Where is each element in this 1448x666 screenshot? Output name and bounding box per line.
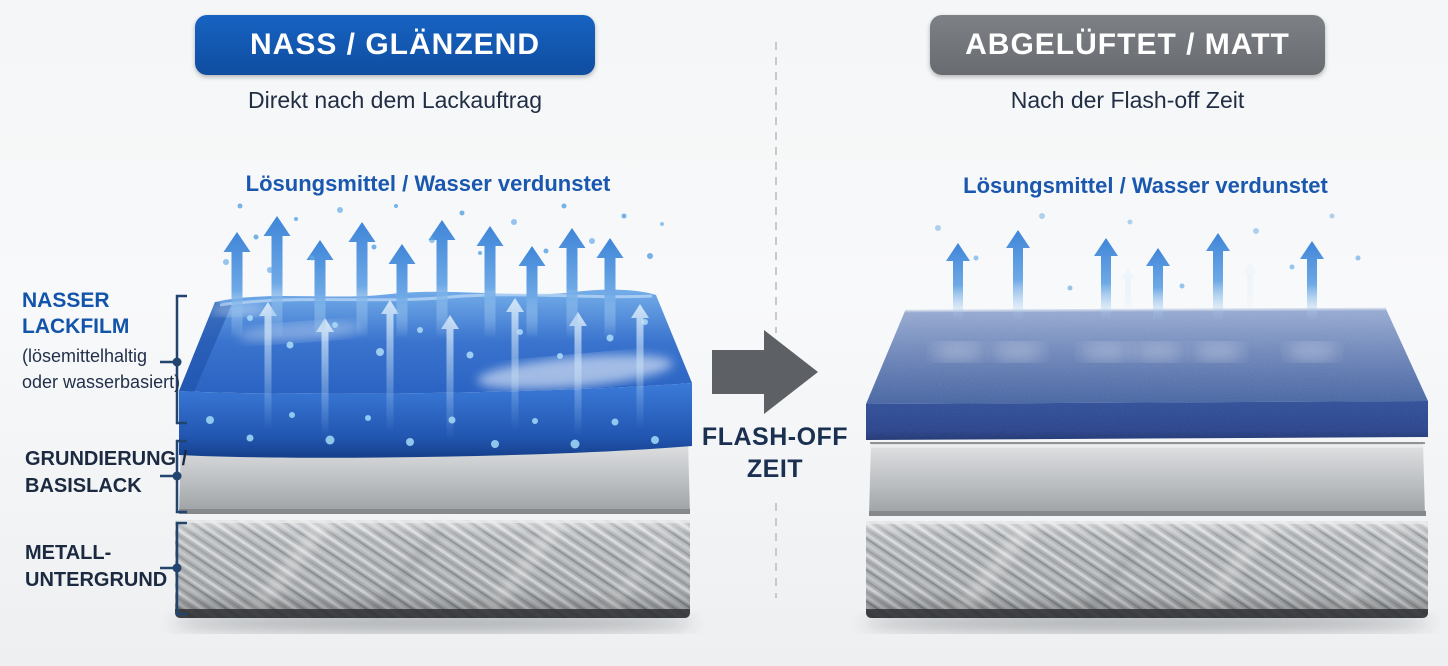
primer-label: GRUNDIERUNG / BASISLACK (25, 448, 188, 497)
evaporation-arrows-right (946, 230, 1324, 320)
right-evaporation-label: Lösungsmittel / Wasser verdunstet (963, 173, 1328, 198)
wet-paint-layer (179, 289, 692, 458)
bracket-metal (160, 521, 187, 616)
right-status-badge: ABGELÜFTET / MATT (930, 15, 1325, 75)
left-subtitle: Direkt nach dem Lackauftrag (247, 87, 543, 113)
wet-film-droplets (206, 315, 659, 449)
wet-film-sublabel: (lösemittelhaltig oder wasserbasiert) (22, 346, 181, 392)
right-subtitle: Nach der Flash-off Zeit (1010, 87, 1245, 113)
matte-paint-layer (866, 307, 1428, 440)
right-block-shadow (862, 614, 1432, 632)
matte-block (862, 213, 1432, 632)
wet-block (171, 203, 695, 632)
arrow-right-icon (712, 330, 818, 414)
flash-off-label: FLASH-OFF ZEIT (701, 423, 849, 483)
left-block-shadow (171, 614, 695, 632)
evaporation-arrows-inner-left (259, 298, 649, 440)
evaporation-mist-right (932, 343, 1338, 361)
evaporation-arrows-left (223, 216, 624, 338)
wet-film-label: NASSER LACKFILM (22, 289, 130, 338)
evaporation-droplets-left (223, 203, 664, 273)
bracket-primer (160, 439, 187, 514)
layer-brackets (160, 294, 187, 616)
primer-layer-right (869, 442, 1426, 516)
left-evaporation-label: Lösungsmittel / Wasser verdunstet (245, 171, 611, 196)
metal-label: METALL- UNTERGRUND (25, 542, 168, 591)
evaporation-droplets-right (935, 213, 1361, 291)
left-status-badge: NASS / GLÄNZEND (195, 15, 595, 75)
metal-layer-left (175, 520, 690, 618)
metal-layer-right (866, 521, 1428, 618)
bracket-wet-film (160, 294, 187, 425)
